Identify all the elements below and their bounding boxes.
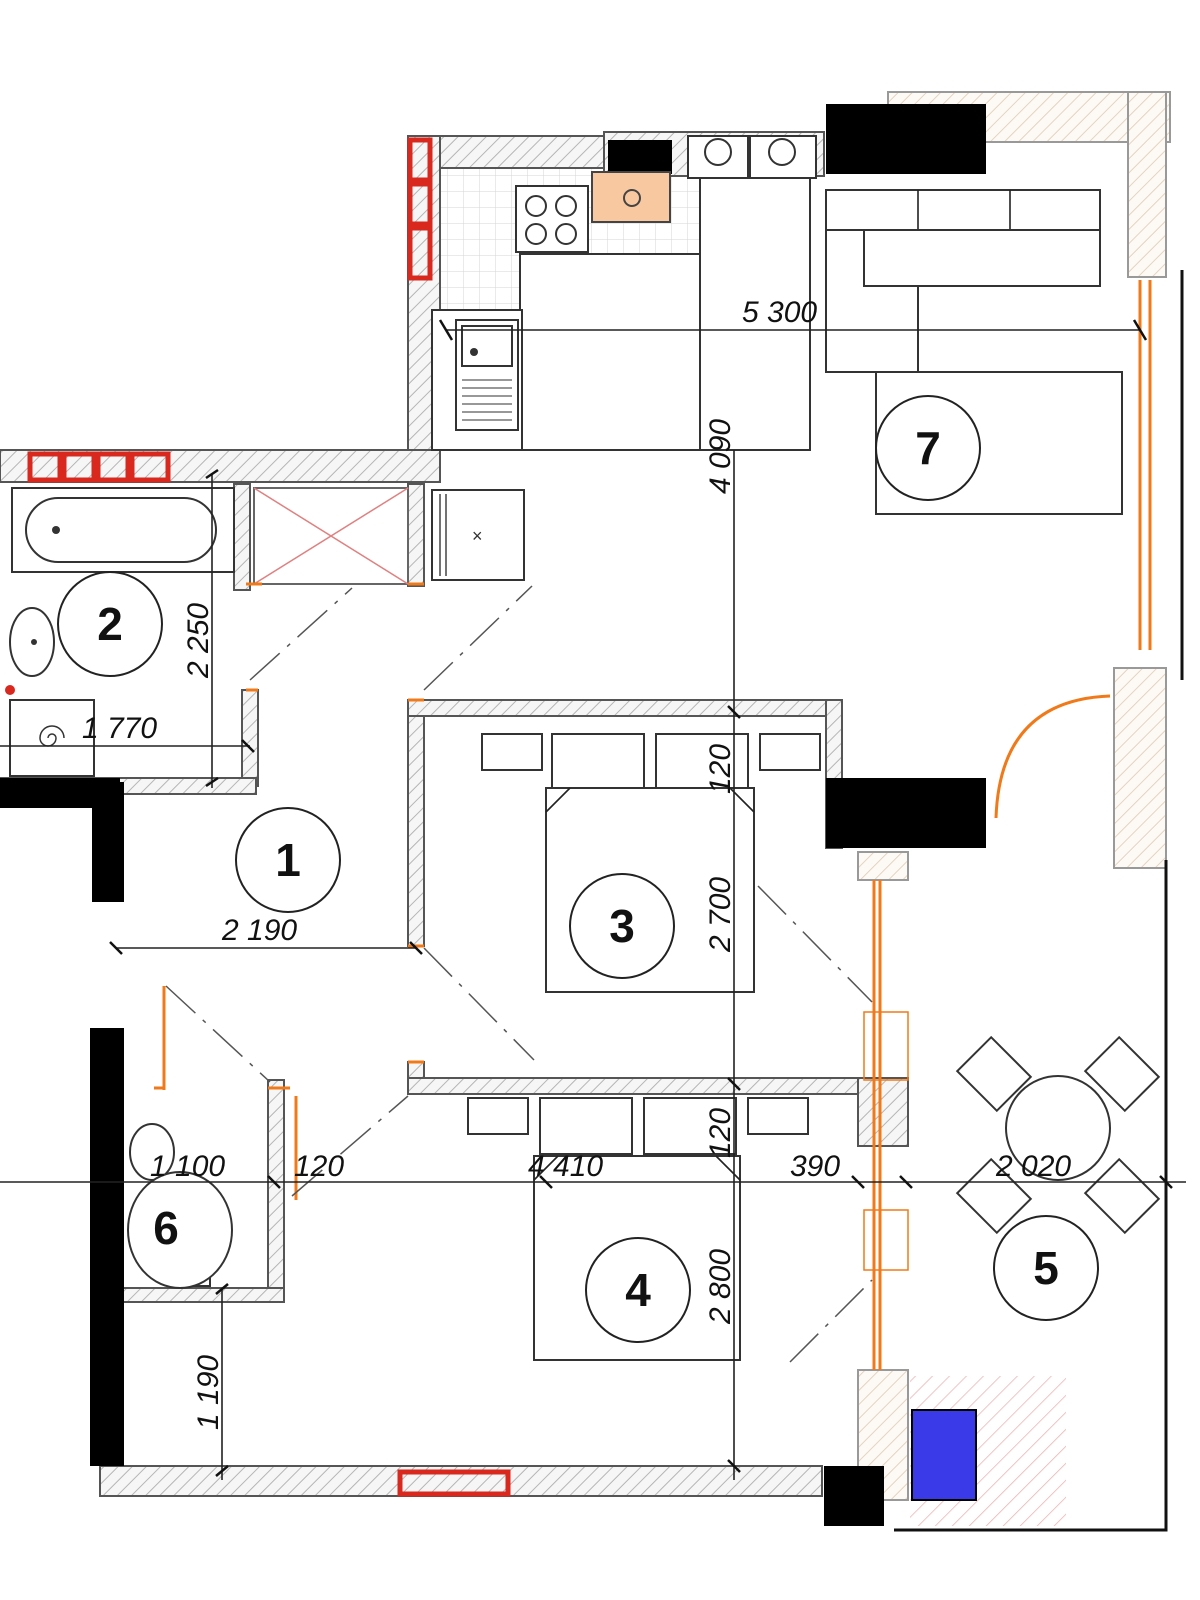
shower-corner-icon	[127, 1171, 233, 1289]
dim-390: 390	[790, 1150, 840, 1183]
dim-2190: 2 190	[221, 914, 297, 947]
room-marker-6: 6	[153, 1202, 179, 1254]
room-marker-7: 7	[875, 395, 981, 501]
dimension-lines	[0, 319, 1186, 1480]
stove-icon	[515, 185, 589, 253]
balcony-outline	[894, 860, 1168, 1532]
dim-2800: 2 800	[704, 1249, 737, 1325]
room-marker-2: 2	[57, 571, 163, 677]
bathtub-icon	[11, 487, 235, 573]
svg-text:3: 3	[609, 900, 635, 952]
dim-4410: 4 410	[528, 1150, 603, 1183]
svg-text:4: 4	[625, 1264, 651, 1316]
washer-icon	[687, 135, 817, 179]
radiators	[27, 137, 511, 1497]
dim-4090: 4 090	[704, 419, 737, 494]
washbasin-icon	[5, 607, 55, 695]
shower-tray-icon	[253, 487, 409, 585]
kitchen-sink-icon	[455, 319, 519, 431]
svg-text:6: 6	[153, 1202, 179, 1254]
dim-1190: 1 190	[192, 1355, 225, 1430]
dim-120-corridor: 120	[294, 1150, 344, 1183]
svg-text:1: 1	[275, 834, 301, 886]
fridge-icon: ×	[431, 489, 525, 581]
doors-and-windows	[154, 280, 1152, 1370]
washing-machine-bath-icon	[9, 699, 95, 777]
dim-120-bed4: 120	[704, 1108, 737, 1158]
svg-text:2: 2	[97, 598, 123, 650]
room-marker-5: 5	[993, 1215, 1099, 1321]
dining-table-icon	[955, 1035, 1161, 1235]
svg-text:5: 5	[1033, 1242, 1059, 1294]
boiler-icon	[591, 171, 671, 223]
svg-text:7: 7	[915, 422, 941, 474]
dim-120-bed3: 120	[704, 744, 737, 794]
dim-1100: 1 100	[150, 1150, 225, 1183]
room-marker-3: 3	[569, 873, 675, 979]
corner-sofa	[825, 189, 1101, 373]
room-markers: 1 2 3 4 5 6 7	[57, 395, 1099, 1343]
dim-5300: 5 300	[742, 296, 817, 329]
door-swings	[165, 585, 873, 1363]
dim-2250: 2 250	[182, 603, 215, 679]
room-marker-1: 1	[235, 807, 341, 913]
dimension-labels: 5 300 4 090 2 250 1 770 2 190 120 2 700 …	[82, 296, 1071, 1430]
dim-2700: 2 700	[704, 877, 737, 953]
room-marker-4: 4	[585, 1237, 691, 1343]
svg-text:×: ×	[472, 526, 483, 546]
dim-2020: 2 020	[995, 1150, 1071, 1183]
dim-1770: 1 770	[82, 712, 157, 745]
structural-columns	[0, 104, 986, 1526]
ac-unit-icon	[911, 1409, 977, 1501]
